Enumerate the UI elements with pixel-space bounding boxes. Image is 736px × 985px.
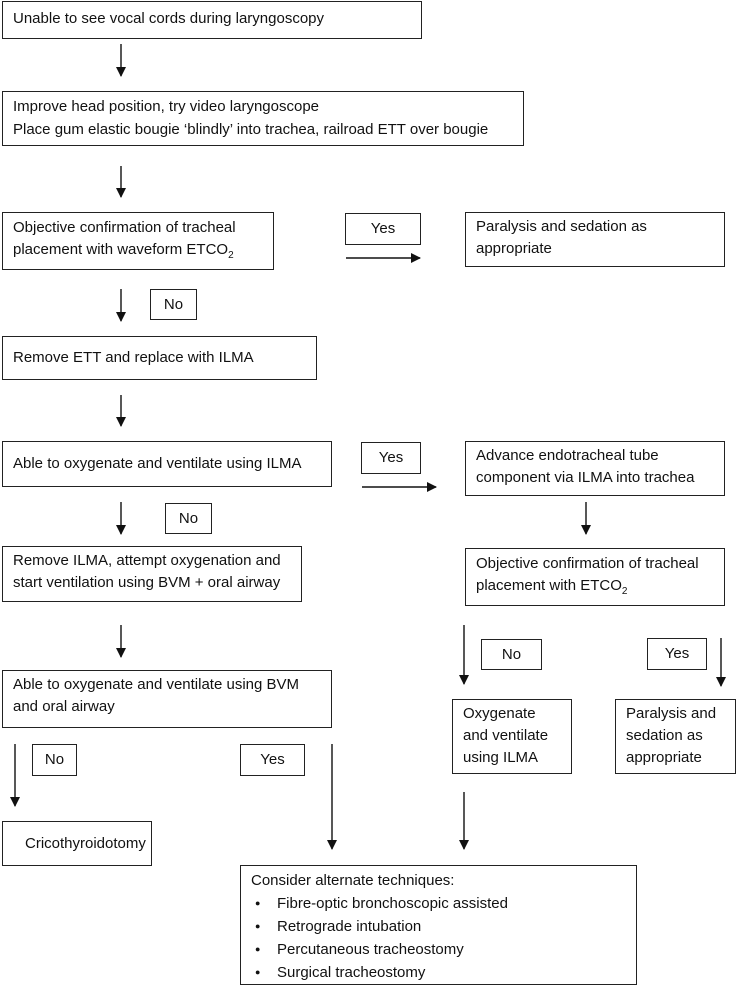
label-yes-ilma: Yes xyxy=(361,442,421,474)
step-able-bvm: Able to oxygenate and ventilate using BV… xyxy=(2,670,332,728)
step-able-ilma-text: Able to oxygenate and ventilate using IL… xyxy=(13,455,302,472)
step-confirm-etco2-line2: placement with ETCO xyxy=(476,577,622,594)
step-improve-position-line2: Place gum elastic bougie ‘blindly’ into … xyxy=(13,121,489,138)
step-confirm-waveform-line2: placement with waveform ETCO xyxy=(13,241,229,258)
label-no-ilma: No xyxy=(165,503,212,534)
subscript-2: 2 xyxy=(621,586,628,597)
step-paralysis-bottom-line3: appropriate xyxy=(626,749,702,766)
label-yes-etco2-text: Yes xyxy=(664,645,690,662)
label-yes-top: Yes xyxy=(345,213,421,245)
step-paralysis-top-line1: Paralysis and sedation as xyxy=(476,218,647,235)
list-item: Percutaneous tracheostomy xyxy=(251,938,626,961)
label-no-ilma-text: No xyxy=(178,510,199,527)
step-alternates-title: Consider alternate techniques: xyxy=(251,872,455,889)
step-advance-tube-line2: component via ILMA into trachea xyxy=(476,469,695,486)
step-able-bvm-line1: Able to oxygenate and ventilate using BV… xyxy=(13,676,300,693)
step-cricothyroidotomy: Cricothyroidotomy xyxy=(2,821,152,866)
step-remove-ilma-line1: Remove ILMA, attempt oxygenation and xyxy=(13,552,281,569)
step-remove-ilma: Remove ILMA, attempt oxygenation and sta… xyxy=(2,546,302,602)
alternates-list: Fibre-optic bronchoscopic assisted Retro… xyxy=(251,892,626,984)
list-item: Fibre-optic bronchoscopic assisted xyxy=(251,892,626,915)
label-yes-ilma-text: Yes xyxy=(378,449,404,466)
step-cricothyroidotomy-text: Cricothyroidotomy xyxy=(25,835,146,852)
list-item: Retrograde intubation xyxy=(251,915,626,938)
list-item: Surgical tracheostomy xyxy=(251,961,626,984)
step-improve-position: Improve head position, try video laryngo… xyxy=(2,91,524,146)
step-oxygenate-ilma: Oxygenate and ventilate using ILMA xyxy=(452,699,572,774)
step-confirm-waveform: Objective confirmation of tracheal place… xyxy=(2,212,274,270)
label-no-etco2: No xyxy=(481,639,542,670)
label-no-waveform-text: No xyxy=(163,296,184,313)
step-improve-position-line1: Improve head position, try video laryngo… xyxy=(13,98,320,115)
subscript-2: 2 xyxy=(228,250,234,261)
step-advance-tube: Advance endotracheal tube component via … xyxy=(465,441,725,496)
label-no-bvm: No xyxy=(32,744,77,776)
step-oxygenate-ilma-line3: using ILMA xyxy=(463,749,539,766)
step-paralysis-bottom-line1: Paralysis and xyxy=(626,705,717,722)
step-able-ilma: Able to oxygenate and ventilate using IL… xyxy=(2,441,332,487)
step-unable-to-see: Unable to see vocal cords during laryngo… xyxy=(2,1,422,39)
step-able-bvm-line2: and oral airway xyxy=(13,698,115,715)
step-confirm-etco2: Objective confirmation of tracheal place… xyxy=(465,548,725,606)
label-yes-bvm-text: Yes xyxy=(260,751,285,768)
step-unable-to-see-text: Unable to see vocal cords during laryngo… xyxy=(13,10,325,27)
label-no-bvm-text: No xyxy=(44,751,65,768)
step-advance-tube-line1: Advance endotracheal tube xyxy=(476,447,659,464)
step-paralysis-top: Paralysis and sedation as appropriate xyxy=(465,212,725,267)
step-oxygenate-ilma-line2: and ventilate xyxy=(463,727,549,744)
step-remove-ilma-line2: start ventilation using BVM + oral airwa… xyxy=(13,574,281,591)
label-no-waveform: No xyxy=(150,289,197,320)
label-yes-top-text: Yes xyxy=(370,220,396,237)
step-oxygenate-ilma-line1: Oxygenate xyxy=(463,705,536,722)
label-no-etco2-text: No xyxy=(501,646,522,663)
step-paralysis-bottom: Paralysis and sedation as appropriate xyxy=(615,699,736,774)
step-paralysis-top-line2: appropriate xyxy=(476,240,552,257)
label-yes-bvm: Yes xyxy=(240,744,305,776)
step-confirm-waveform-line1: Objective confirmation of tracheal xyxy=(13,219,236,236)
step-remove-ett: Remove ETT and replace with ILMA xyxy=(2,336,317,380)
step-confirm-etco2-line1: Objective confirmation of tracheal xyxy=(476,555,699,572)
step-paralysis-bottom-line2: sedation as xyxy=(626,727,703,744)
label-yes-etco2: Yes xyxy=(647,638,707,670)
step-remove-ett-text: Remove ETT and replace with ILMA xyxy=(13,349,254,366)
step-alternates: Consider alternate techniques: Fibre-opt… xyxy=(240,865,637,985)
